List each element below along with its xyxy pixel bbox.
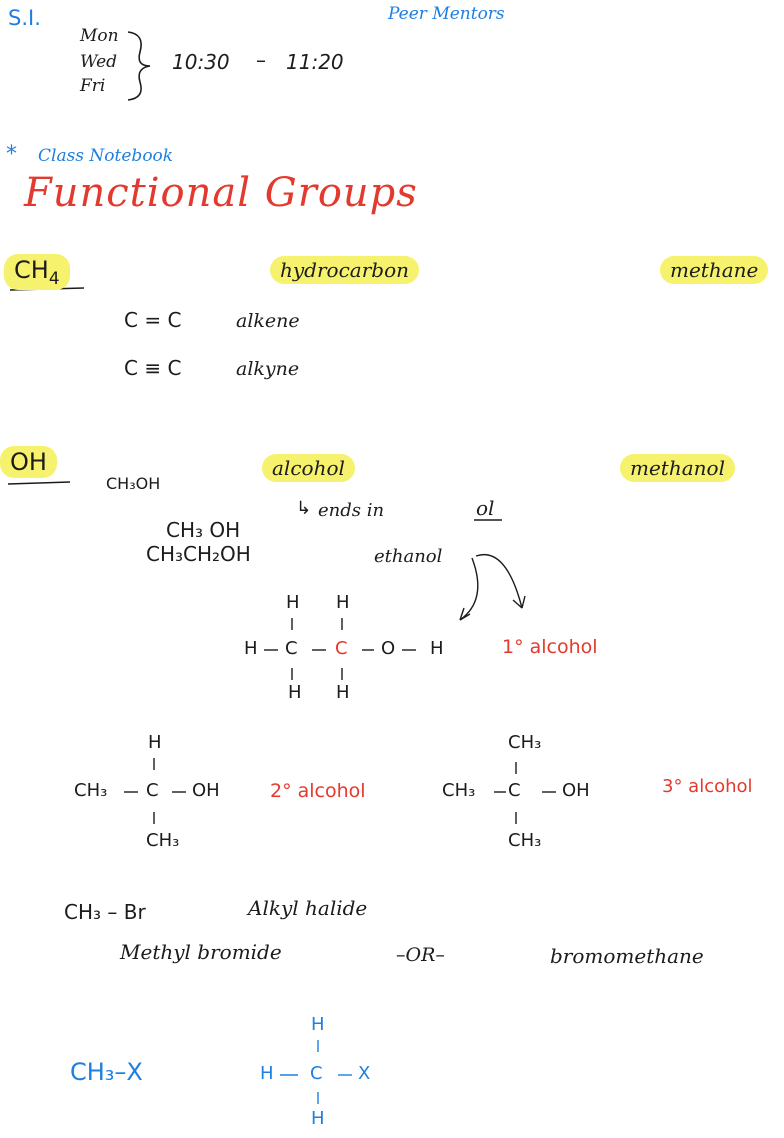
methanol-formula: CH₃OH (106, 474, 161, 493)
tertiary-alcohol-label: 3° alcohol (662, 776, 753, 797)
hal-h-top: H (311, 1014, 325, 1035)
ethanol-bonds (264, 618, 416, 680)
sec-oh: OH (192, 780, 220, 801)
halide-formula: CH₃ – Br (64, 900, 146, 924)
eth-h-bottom-2: H (336, 682, 350, 703)
ethanol-name: ethanol (374, 546, 443, 567)
time-end: 11:20 (286, 50, 344, 74)
hal-c: C (310, 1063, 323, 1084)
day-mon: Mon (80, 26, 119, 46)
day-fri: Fri (80, 76, 106, 96)
page-title: Functional Groups (24, 170, 418, 216)
alkyne-name: alkyne (236, 358, 300, 380)
ter-ch3-left: CH₃ (442, 780, 476, 801)
halide-name-1: Methyl bromide (120, 940, 282, 964)
ter-ch3-bottom: CH₃ (508, 830, 542, 851)
eth-h-top-1: H (286, 592, 300, 613)
class-notebook-label: Class Notebook (38, 146, 174, 166)
tertiary-bonds (494, 762, 556, 824)
si-label: S.I. (8, 6, 41, 30)
eth-c-1: C (285, 638, 298, 659)
ter-c: C (508, 780, 521, 801)
sec-ch3-left: CH₃ (74, 780, 108, 801)
methanol-formula-2: CH₃ OH (166, 518, 241, 542)
sec-ch3-bottom: CH₃ (146, 830, 180, 851)
peer-mentors-label: Peer Mentors (388, 4, 505, 24)
star-icon: * (6, 142, 17, 167)
alkyne-bond: C ≡ C (124, 356, 182, 380)
ter-oh: OH (562, 780, 590, 801)
eth-h-top-2: H (336, 592, 350, 613)
secondary-alcohol-label: 2° alcohol (270, 780, 366, 802)
eth-c-2: C (335, 638, 348, 659)
ends-in-text: ends in (318, 500, 385, 521)
halide-type: Alkyl halide (248, 896, 368, 920)
halide-or: –OR– (396, 944, 445, 966)
alkene-name: alkene (236, 310, 300, 332)
eth-h-left: H (244, 638, 258, 659)
sec-c: C (146, 780, 159, 801)
primary-alcohol-label: 1° alcohol (502, 636, 598, 658)
alkene-bond: C = C (124, 308, 182, 332)
time-start: 10:30 (172, 50, 230, 74)
hydrocarbon-name: methane (660, 256, 769, 284)
halide-name-2: bromomethane (550, 944, 704, 968)
secondary-bonds (124, 758, 186, 824)
underline-oh (7, 481, 71, 485)
eth-o: O (381, 638, 396, 659)
arrow-2 (475, 554, 523, 609)
ends-arrow-icon: ↳ (296, 498, 312, 519)
alcohol-group: OH (0, 446, 57, 478)
hal-h-left: H (260, 1063, 274, 1084)
alcohol-name: methanol (620, 454, 735, 482)
time-dash: – (256, 48, 266, 72)
sec-h-top: H (148, 732, 162, 753)
halide-general-formula: CH₃–X (70, 1058, 143, 1086)
arrow-1 (459, 557, 479, 621)
hydrocarbon-type: hydrocarbon (270, 256, 419, 284)
hydrocarbon-formula: CH4 (4, 254, 70, 290)
day-wed: Wed (80, 52, 118, 72)
eth-h-right: H (430, 638, 444, 659)
eth-h-bottom-1: H (288, 682, 302, 703)
ends-suffix: ol (476, 496, 495, 520)
ethanol-formula: CH₃CH₂OH (146, 542, 251, 566)
alcohol-type: alcohol (262, 454, 355, 482)
hal-h-bottom: H (311, 1108, 325, 1129)
ter-ch3-top: CH₃ (508, 732, 542, 753)
brace (127, 31, 151, 101)
hal-x: X (358, 1063, 371, 1084)
halide-bonds (280, 1040, 352, 1104)
